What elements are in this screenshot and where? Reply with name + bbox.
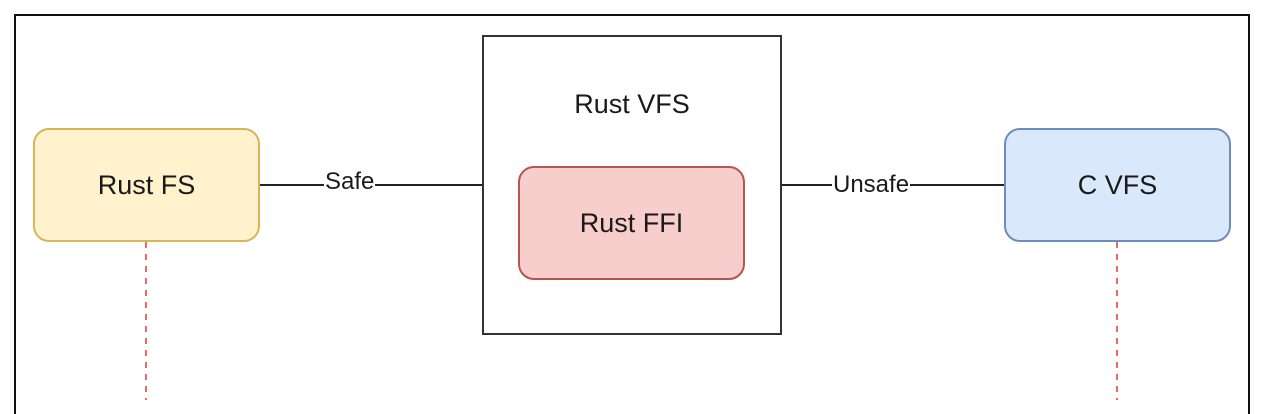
safe-edge-label: Safe: [324, 168, 376, 196]
rust-ffi-node: Rust FFI: [518, 166, 745, 280]
rust-ffi-label: Rust FFI: [579, 207, 684, 238]
diagram-frame: [14, 14, 1250, 414]
unsafe-edge-label: Unsafe: [832, 171, 911, 199]
rust-vfs-label: Rust VFS: [574, 89, 690, 119]
c-vfs-node: C VFS: [1004, 128, 1231, 242]
c-vfs-label: C VFS: [1077, 169, 1158, 200]
rust-fs-node: Rust FS: [33, 128, 260, 242]
rust-fs-label: Rust FS: [97, 169, 196, 200]
